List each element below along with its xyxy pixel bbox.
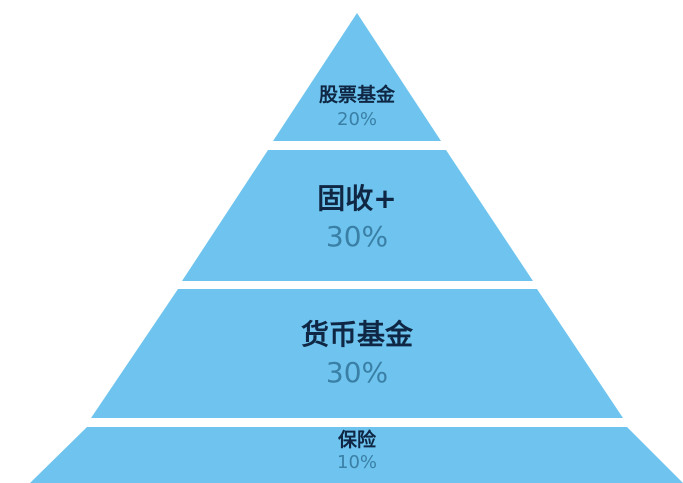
tier-percent: 10% [336,452,378,473]
tier-label-insurance: 保险 10% [337,431,377,472]
tier-label-fixed-income-plus: 固收+ 30% [317,185,396,251]
tier-percent: 30% [325,356,389,389]
pyramid-tier-insurance [30,427,683,483]
pyramid-tier-fixed-income-plus [182,150,533,281]
tier-name: 股票基金 [318,84,396,106]
tier-name: 保险 [337,429,377,451]
pyramid-tier-money-fund [91,289,623,418]
tier-label-stocks: 股票基金 20% [319,86,395,129]
pyramid-tier-stocks [273,13,441,141]
tier-name: 货币基金 [300,318,414,351]
tier-name: 固收+ [317,182,397,215]
tier-percent: 30% [325,220,389,253]
tier-label-money-fund: 货币基金 30% [301,321,413,387]
tier-percent: 20% [336,109,378,130]
